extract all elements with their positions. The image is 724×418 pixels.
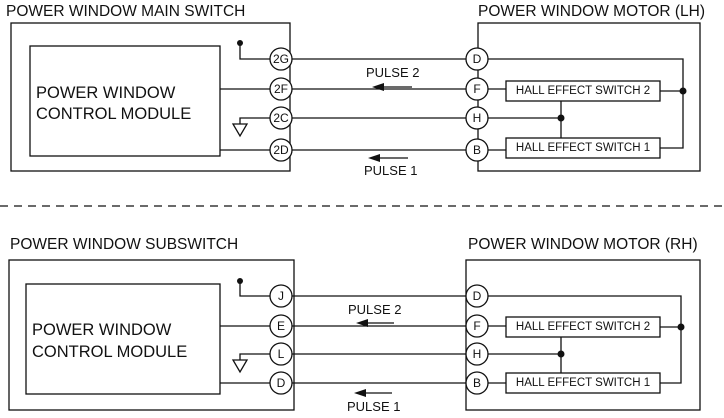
svg-text:2C: 2C	[273, 111, 289, 125]
motor-rh-title: POWER WINDOW MOTOR (RH)	[468, 236, 698, 253]
left-pin-2c: 2C	[269, 106, 293, 130]
pulse-2-arrow-icon-rh	[356, 319, 368, 327]
ground-junction-dot-rh	[557, 350, 565, 358]
ground-wire	[239, 117, 270, 124]
motor-supply-wire	[488, 58, 684, 149]
left-pin-2g: 2G	[269, 47, 293, 71]
right-pin-f: F	[465, 77, 489, 101]
right-pin-f-rh: F	[465, 314, 489, 338]
hall-effect-switch-1-label: HALL EFFECT SWITCH 1	[516, 142, 650, 154]
svg-text:E: E	[277, 319, 285, 333]
control-module-line1: POWER WINDOW	[36, 84, 176, 102]
svg-text:2G: 2G	[273, 52, 289, 66]
control-module-box	[29, 45, 221, 157]
right-pin-d: D	[465, 47, 489, 71]
ground-junction-dot	[557, 114, 565, 122]
ground-icon-rh	[231, 359, 249, 374]
control-module-rh-line1: POWER WINDOW	[32, 321, 172, 339]
bottom-section: POWER WINDOW SUBSWITCH POWER WINDOW MOTO…	[8, 236, 701, 414]
hall-effect-switch-2-box-rh	[505, 316, 661, 338]
right-pin-h-rh: H	[465, 342, 489, 366]
svg-text:B: B	[473, 376, 481, 390]
left-pin-e: E	[269, 314, 293, 338]
svg-text:L: L	[278, 347, 285, 361]
svg-text:H: H	[473, 111, 482, 125]
control-module-rh-line2: CONTROL MODULE	[32, 343, 187, 361]
right-pin-b-rh: B	[465, 371, 489, 395]
hall-effect-switch-2-box	[505, 80, 661, 102]
power-feed-dot	[237, 40, 243, 46]
pulse-1-arrow-icon	[368, 154, 380, 162]
supply-junction-dot	[679, 87, 687, 95]
motor-lh-title: POWER WINDOW MOTOR (LH)	[478, 3, 705, 20]
main-switch-title: POWER WINDOW MAIN SWITCH	[6, 3, 245, 20]
hall-effect-switch-2-label-rh: HALL EFFECT SWITCH 2	[516, 321, 650, 333]
svg-text:2D: 2D	[273, 143, 289, 157]
svg-text:H: H	[473, 347, 482, 361]
svg-text:J: J	[278, 289, 284, 303]
pulse-2-label-rh: PULSE 2	[348, 302, 401, 317]
pulse-1-label: PULSE 1	[364, 163, 417, 178]
hall-effect-switch-2-label: HALL EFFECT SWITCH 2	[516, 85, 650, 97]
hall-effect-switch-1-box-rh	[505, 372, 661, 394]
left-pin-j: J	[269, 284, 293, 308]
pulse-1-arrow-icon-rh	[354, 389, 366, 397]
supply-junction-dot-rh	[677, 323, 685, 331]
left-pin-d-bottom: D	[269, 371, 293, 395]
power-feed-wire	[239, 43, 270, 60]
pulse-2-arrow-icon	[372, 83, 384, 91]
svg-text:2F: 2F	[274, 82, 288, 96]
left-pin-2f: 2F	[269, 77, 293, 101]
right-pin-d-rh: D	[465, 284, 489, 308]
svg-text:D: D	[473, 52, 482, 66]
top-section: POWER WINDOW MAIN SWITCH POWER WINDOW MO…	[6, 3, 705, 178]
right-pin-b: B	[465, 138, 489, 162]
left-pin-l: L	[269, 342, 293, 366]
right-pin-h: H	[465, 106, 489, 130]
ground-icon	[231, 123, 249, 138]
control-module-line2: CONTROL MODULE	[36, 105, 191, 123]
subswitch-title: POWER WINDOW SUBSWITCH	[10, 236, 238, 253]
svg-text:D: D	[473, 289, 482, 303]
power-feed-wire-rh	[239, 281, 270, 297]
hall-effect-switch-1-label-rh: HALL EFFECT SWITCH 1	[516, 377, 650, 389]
control-module-box-rh	[25, 283, 221, 395]
svg-text:F: F	[473, 82, 480, 96]
pulse-1-label-rh: PULSE 1	[347, 399, 400, 414]
power-feed-dot-rh	[237, 278, 243, 284]
hall-effect-switch-1-box	[505, 137, 661, 159]
svg-text:B: B	[473, 143, 481, 157]
pulse-2-label: PULSE 2	[366, 65, 419, 80]
ground-wire-rh	[239, 353, 270, 360]
svg-text:F: F	[473, 319, 480, 333]
motor-supply-wire-rh	[488, 295, 682, 384]
left-pin-2d: 2D	[269, 138, 293, 162]
svg-text:D: D	[277, 376, 286, 390]
